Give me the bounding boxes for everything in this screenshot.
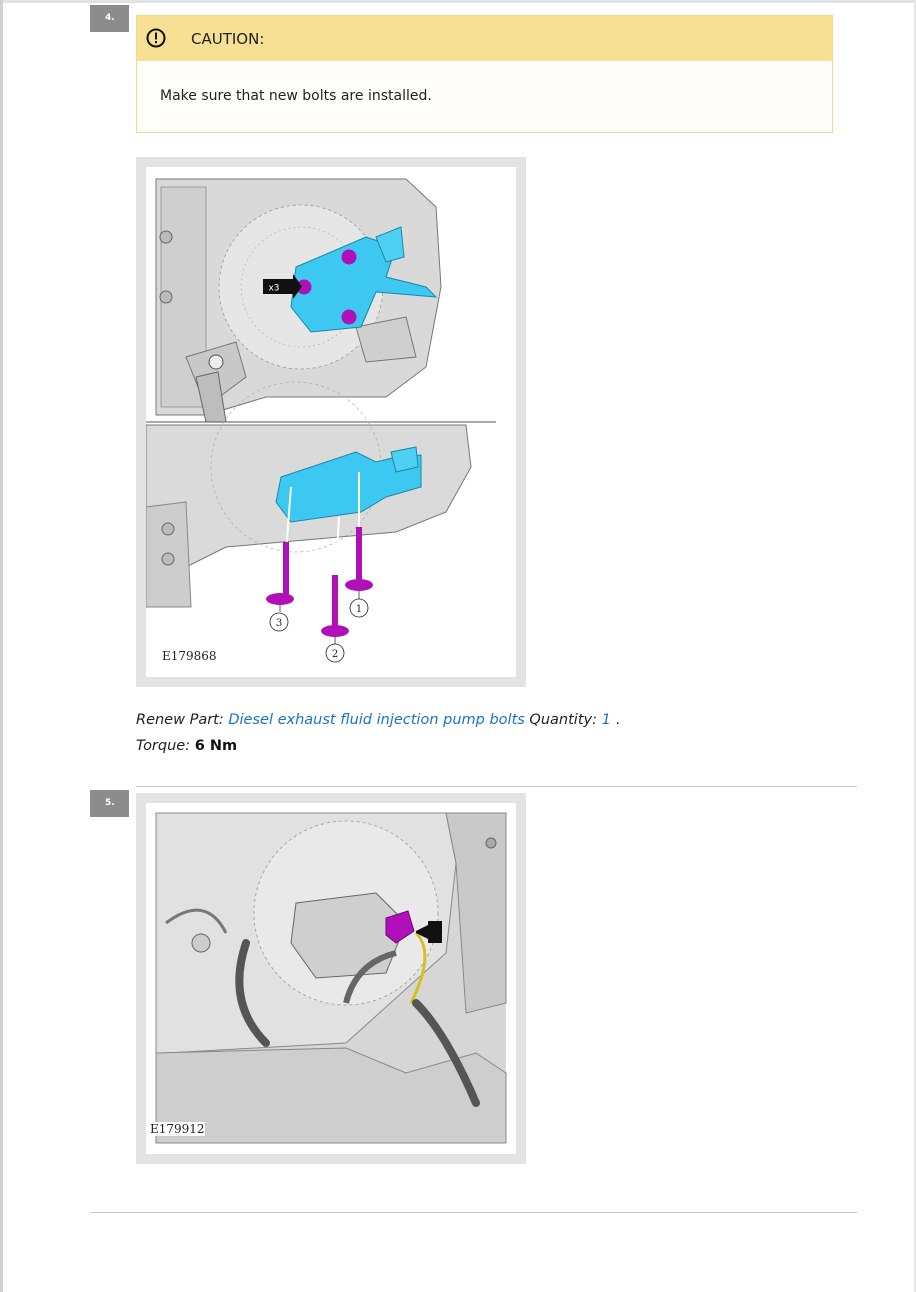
callout-1-label: 1 xyxy=(356,604,362,615)
page-edge-right xyxy=(914,0,916,1292)
step-number-badge: 5. xyxy=(90,790,129,817)
figure-canvas: E179912 xyxy=(146,803,516,1154)
renew-part-label: Renew Part: xyxy=(136,712,224,728)
step-divider xyxy=(136,786,857,787)
figure-frame: x3 xyxy=(136,157,526,687)
pump-bolts-illustration: x3 xyxy=(145,178,496,663)
page-edge-left xyxy=(0,0,3,1292)
callout-3-label: 3 xyxy=(276,618,282,629)
callout-2-label: 2 xyxy=(332,649,338,660)
step-number-badge: 4. xyxy=(90,5,129,32)
page-edge-top xyxy=(0,0,916,3)
top-view-illustration: x3 xyxy=(155,178,442,423)
caution-box: CAUTION: Make sure that new bolts are in… xyxy=(136,15,833,133)
page-divider xyxy=(90,1212,857,1213)
callout-x3-label: x3 xyxy=(268,284,279,294)
renew-part-end: . xyxy=(615,712,621,728)
torque-label: Torque: xyxy=(136,738,191,754)
bottom-view-illustration: 1 2 3 xyxy=(145,381,472,663)
callout-3 xyxy=(269,612,289,632)
arrow-left-icon xyxy=(416,921,442,943)
torque-value: 6 Nm xyxy=(194,738,238,754)
caution-title: CAUTION: xyxy=(191,30,265,48)
quantity-value: 1 xyxy=(601,712,611,728)
caution-header: CAUTION: xyxy=(137,16,832,61)
figure-id-label: E179912 xyxy=(150,1122,205,1136)
torque-line: Torque: 6 Nm xyxy=(136,738,237,754)
arrow-right-icon xyxy=(285,274,302,299)
figure-frame: E179912 xyxy=(136,793,526,1164)
figure-canvas: x3 xyxy=(145,167,516,677)
callout-1 xyxy=(349,598,369,618)
connector-illustration xyxy=(155,812,507,1144)
caution-text: Make sure that new bolts are installed. xyxy=(160,88,432,104)
callout-x3 xyxy=(263,279,285,294)
part-name-link[interactable]: Diesel exhaust fluid injection pump bolt… xyxy=(228,712,525,728)
caution-exclamation-icon xyxy=(146,28,166,48)
figure-id-label: E179868 xyxy=(162,649,217,663)
quantity-label: Quantity: xyxy=(529,712,597,728)
callout-2 xyxy=(325,643,345,663)
renew-part-line: Renew Part: Diesel exhaust fluid injecti… xyxy=(136,712,620,728)
